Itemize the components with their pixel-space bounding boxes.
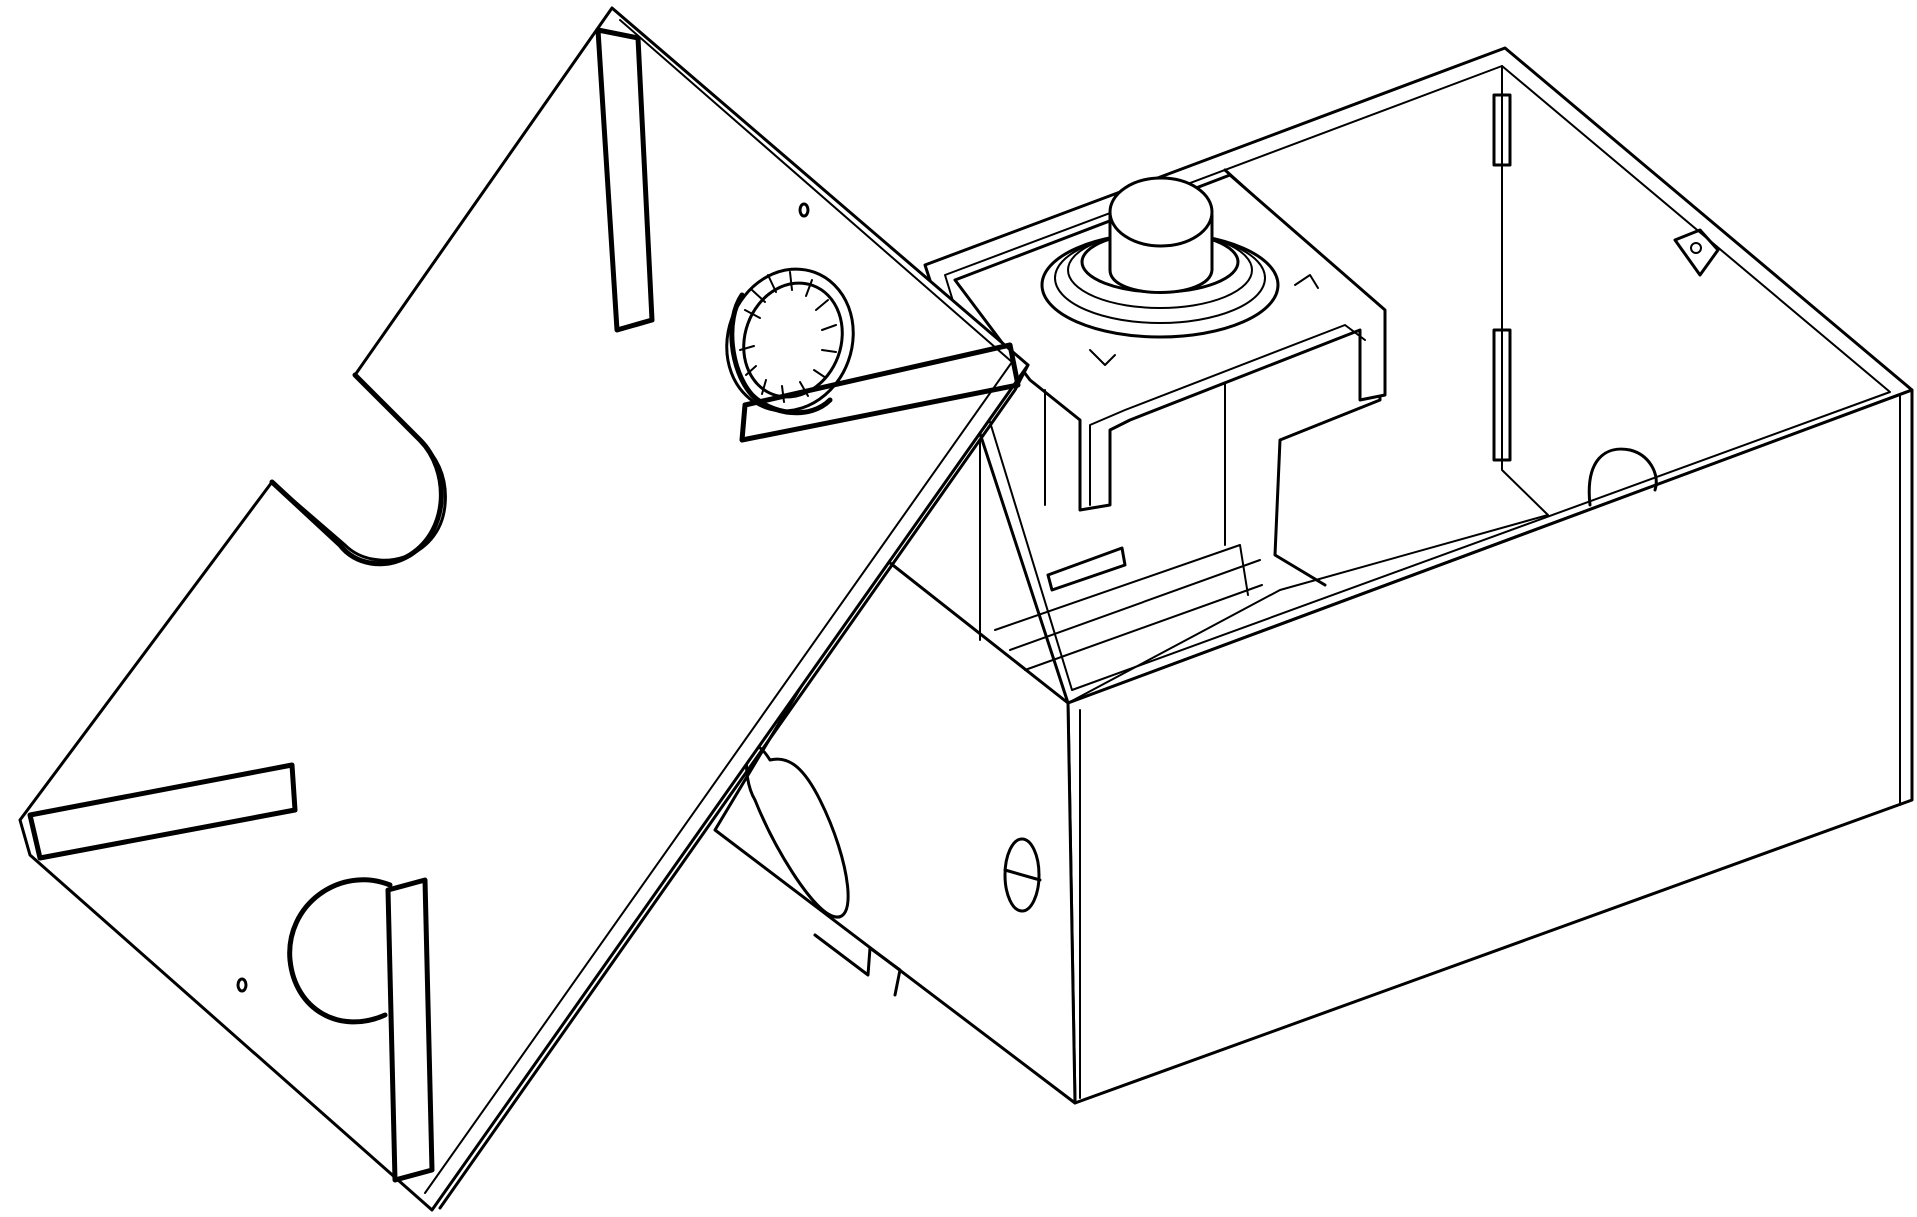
button-top: [1108, 176, 1214, 248]
box-top-rim-inner: [944, 65, 1891, 691]
floor-channel-2: [1009, 559, 1261, 651]
cover-hole-upper: [798, 202, 810, 218]
grommet-lip: [729, 292, 833, 416]
inner-slot-lower: [1492, 328, 1512, 462]
grommet-teeth: [739, 271, 837, 403]
front-knockout-slot: [1003, 868, 1042, 882]
inner-slot-upper: [1492, 93, 1512, 167]
front-knockout: [1003, 837, 1041, 913]
rear-knockout: [1587, 447, 1658, 507]
inner-right-seam: [1067, 514, 1549, 704]
bracket-plate: [953, 173, 1387, 512]
grommet: [725, 267, 855, 416]
floor-latch: [1046, 546, 1127, 592]
grommet-inner: [742, 281, 844, 399]
box-front-face: [1066, 388, 1914, 1105]
box-body: [713, 46, 1914, 1105]
cover-plate-rim: [438, 363, 1030, 1210]
bracket-plate-inner: [1089, 324, 1366, 506]
bracket-tab-left: [1089, 349, 1116, 366]
cover-plate: [18, 6, 1030, 1212]
cover-cutout-upper: [269, 372, 444, 567]
floor-channel-3: [1024, 584, 1263, 671]
ground-clip: [1673, 228, 1720, 277]
cover-cutout-lower: [287, 877, 393, 1025]
strap-right: [739, 342, 1021, 443]
ground-clip-hole: [1690, 242, 1702, 254]
strap-left: [27, 762, 298, 861]
bottom-notch: [813, 933, 902, 997]
bracket-assembly: [953, 173, 1387, 512]
strap-top: [595, 27, 655, 333]
cover-hole-lower: [236, 977, 248, 993]
bracket-tab-right: [1294, 274, 1319, 289]
floor-channel-1: [994, 544, 1249, 631]
strap-bottom: [385, 877, 435, 1183]
